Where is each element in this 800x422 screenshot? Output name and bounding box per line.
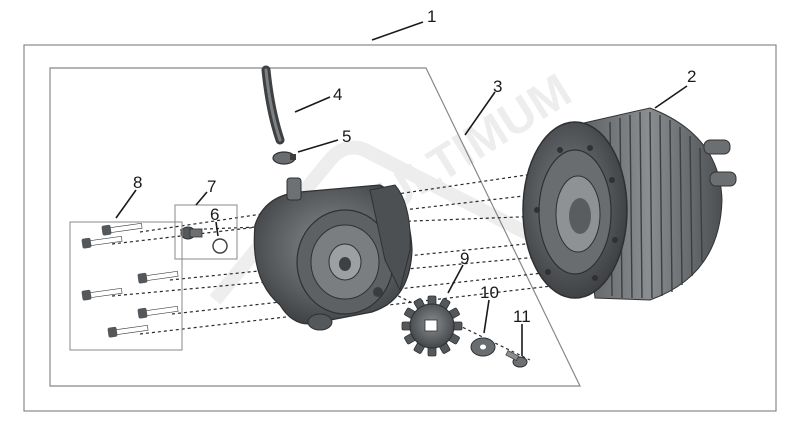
callout-labels: 1 2 3 4 5 6 7 8 9 10 11: [133, 7, 696, 326]
callout-11: 11: [513, 307, 531, 326]
callout-10: 10: [480, 283, 499, 302]
bolt-icon: [81, 287, 123, 301]
callout-3: 3: [493, 77, 502, 96]
screw-icon: [505, 350, 528, 368]
bolt-icon: [101, 222, 143, 236]
bolt-icon: [137, 305, 179, 319]
callout-5: 5: [342, 127, 351, 146]
subassembly-frame: [49, 67, 581, 387]
callout-2: 2: [687, 67, 696, 86]
bolt-group: [69, 221, 183, 351]
callout-1: 1: [427, 7, 436, 26]
leader-lines: [115, 21, 688, 356]
bolt-icon: [107, 324, 149, 338]
washer-icon: [470, 337, 496, 357]
callout-9: 9: [460, 249, 469, 268]
o-ring-icon: [212, 238, 228, 254]
callout-8: 8: [133, 173, 142, 192]
gearbox-icon: [253, 177, 413, 331]
bolt-icon: [137, 270, 179, 284]
callout-6: 6: [210, 205, 219, 224]
motor-housing-icon: [522, 107, 737, 301]
sprocket-icon: [401, 295, 463, 357]
callout-7: 7: [207, 177, 216, 196]
hose-icon: [261, 65, 285, 145]
drain-plug-icon: [174, 204, 238, 260]
assembly-frame: [23, 44, 777, 412]
bolt-icon: [81, 235, 123, 249]
callout-4: 4: [333, 85, 342, 104]
hose-clamp-icon: [272, 151, 296, 165]
